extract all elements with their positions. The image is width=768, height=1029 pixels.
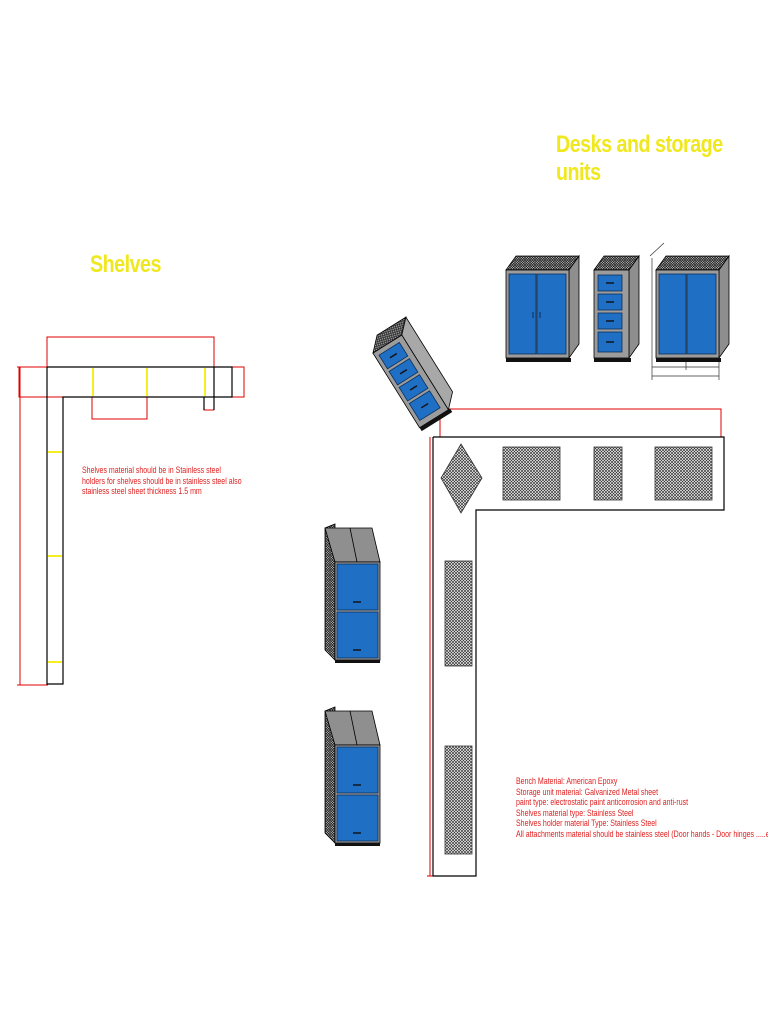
cabinet-two-door-2 (649, 242, 730, 380)
cabinet-two-door-1 (505, 254, 580, 362)
cabinet-side-1 (324, 523, 381, 663)
note-line: All attachments material should be stain… (516, 828, 768, 839)
corner-mesh-panel (440, 443, 483, 514)
shelves-l-plan (17, 336, 245, 686)
note-line: paint type: electrostatic paint anticorr… (516, 797, 689, 808)
shelves-outline (46, 366, 233, 685)
cabinet-drawers-rotated (372, 316, 453, 432)
bench-l-plan (427, 408, 725, 877)
cabinet-side-2 (324, 706, 381, 846)
shelf-holder-markers (48, 368, 206, 663)
mesh-panel-side-1 (444, 560, 473, 667)
note-line: Shelves material type: Stainless Steel (516, 807, 634, 818)
mesh-panel-top-3 (654, 446, 713, 501)
note-line: Shelves holder material Type: Stainless … (516, 818, 657, 829)
mesh-panel-top-1 (502, 446, 561, 501)
shelves-dimension-lines (17, 336, 245, 686)
note-line: Bench Material: American Epoxy (516, 776, 618, 786)
note-line: Shelves material should be in Stainless … (82, 465, 221, 475)
note-line: holders for shelves should be in stainle… (82, 475, 242, 486)
note-line: stainless steel sheet thickness 1.5 mm (82, 486, 202, 497)
shelves-material-note: Shelves material should be in Stainless … (82, 465, 242, 497)
material-specification-note: Bench Material: American Epoxy Storage u… (516, 776, 768, 840)
note-line: Storage unit material: Galvanized Metal … (516, 786, 659, 797)
desks-storage-title: Desks and storage units (556, 131, 723, 186)
cabinet-drawers-1 (593, 254, 640, 362)
mesh-panel-side-2 (444, 745, 473, 855)
mesh-panel-top-2 (593, 446, 623, 501)
shelves-title: Shelves (90, 251, 161, 278)
